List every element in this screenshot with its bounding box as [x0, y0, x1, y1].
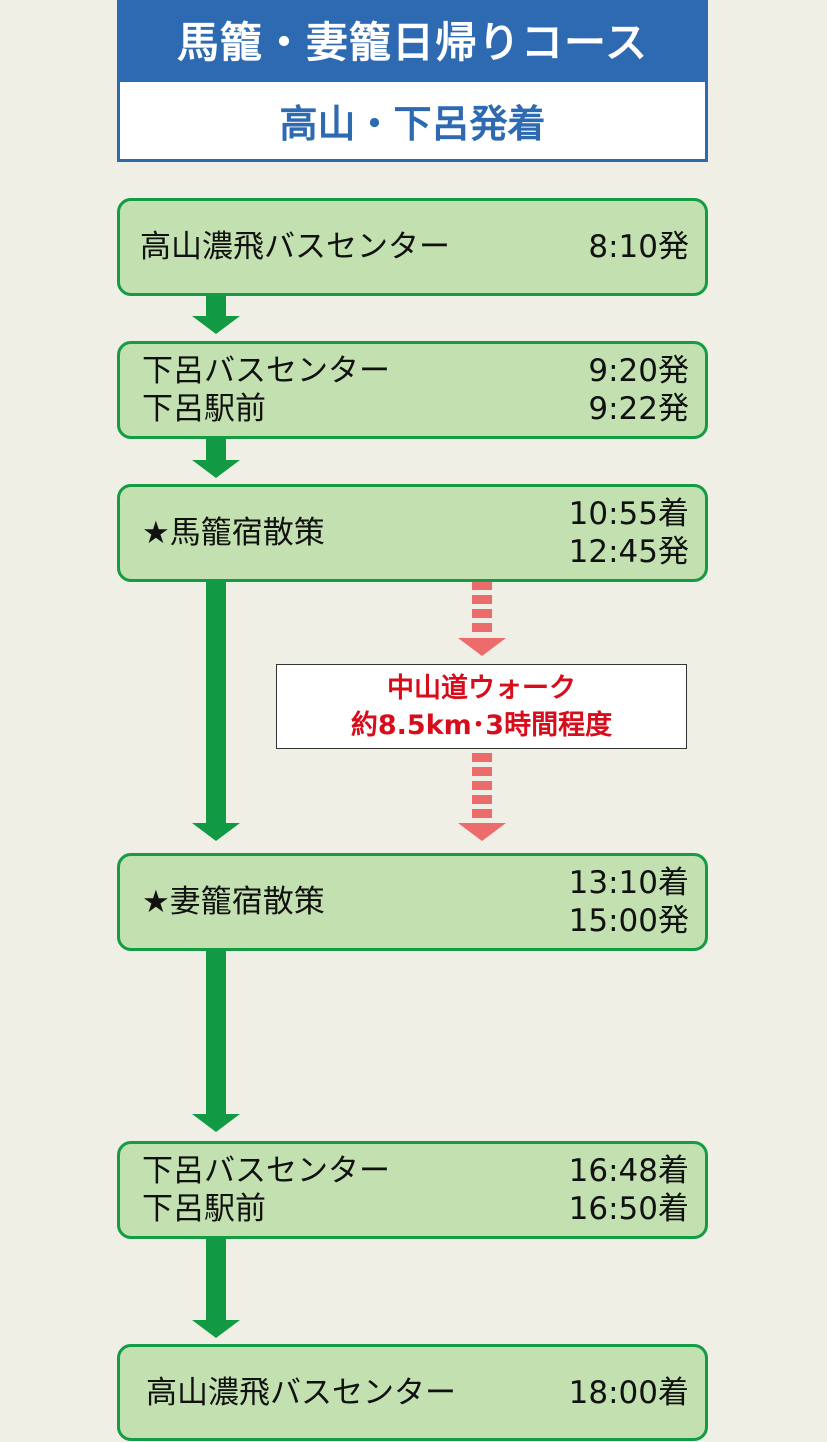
walk-arrow-dash	[472, 623, 492, 632]
stop-name: 高山濃飛バスセンター	[140, 229, 450, 265]
walk-arrow-dash	[472, 753, 492, 762]
walk-arrow-dash	[472, 595, 492, 604]
flow-arrow-5-head	[192, 1320, 240, 1338]
stop-time: 8:10発	[588, 229, 689, 265]
stop-magome: ★馬籠宿散策 10:55着 12:45発	[117, 484, 708, 582]
stop-name: ★馬籠宿散策	[142, 515, 325, 551]
walk-arrow-dash	[472, 781, 492, 790]
walk-arrow-dash	[472, 795, 492, 804]
stop-name: 高山濃飛バスセンター	[146, 1374, 456, 1411]
walk-arrow-dash	[472, 581, 492, 590]
stop-name: 下呂駅前	[142, 391, 266, 427]
stop-time: 16:48着	[568, 1153, 689, 1189]
stop-time: 9:22発	[588, 391, 689, 427]
stop-time: 9:20発	[588, 353, 689, 389]
walk-arrow-dash	[472, 609, 492, 618]
course-title: 馬籠・妻籠日帰りコース	[120, 3, 705, 82]
flow-arrow-3-shaft	[206, 581, 226, 823]
flow-arrow-2-shaft	[206, 439, 226, 460]
course-subtitle: 高山・下呂発着	[279, 102, 546, 146]
flow-arrow-1-shaft	[206, 296, 226, 316]
walk-detail-label: 約8.5km･3時間程度	[350, 709, 613, 741]
stop-takayama-arrival: 高山濃飛バスセンター 18:00着	[117, 1344, 708, 1441]
stop-time: 10:55着	[568, 496, 689, 532]
flow-arrow-4-head	[192, 1114, 240, 1132]
stop-time: 13:10着	[568, 865, 689, 901]
stop-takayama-departure: 高山濃飛バスセンター 8:10発	[117, 198, 708, 296]
stop-gero-arrival: 下呂バスセンター 下呂駅前 16:48着 16:50着	[117, 1141, 708, 1239]
walk-arrow-head	[458, 823, 506, 841]
stop-time: 16:50着	[568, 1191, 689, 1227]
stop-time: 12:45発	[568, 534, 689, 570]
walk-arrow-head	[458, 638, 506, 656]
flow-arrow-4-shaft	[206, 951, 226, 1114]
stop-name: ★妻籠宿散策	[142, 884, 325, 920]
flow-arrow-3-head	[192, 823, 240, 841]
stop-tsumago: ★妻籠宿散策 13:10着 15:00発	[117, 853, 708, 951]
stop-time: 15:00発	[568, 903, 689, 939]
walk-info-box: 中山道ウォーク 約8.5km･3時間程度	[276, 664, 687, 749]
stop-name: 下呂駅前	[142, 1191, 266, 1227]
walk-route-label: 中山道ウォーク	[387, 672, 576, 704]
stop-time: 18:00着	[568, 1374, 689, 1411]
course-header: 馬籠・妻籠日帰りコース 高山・下呂発着	[117, 0, 708, 162]
flow-arrow-5-shaft	[206, 1239, 226, 1320]
flow-arrow-1-head	[192, 316, 240, 334]
flow-arrow-2-head	[192, 460, 240, 478]
stop-gero-departure: 下呂バスセンター 下呂駅前 9:20発 9:22発	[117, 341, 708, 439]
stop-name: 下呂バスセンター	[142, 353, 390, 389]
walk-arrow-dash	[472, 767, 492, 776]
stop-name: 下呂バスセンター	[142, 1153, 390, 1189]
walk-arrow-dash	[472, 809, 492, 818]
